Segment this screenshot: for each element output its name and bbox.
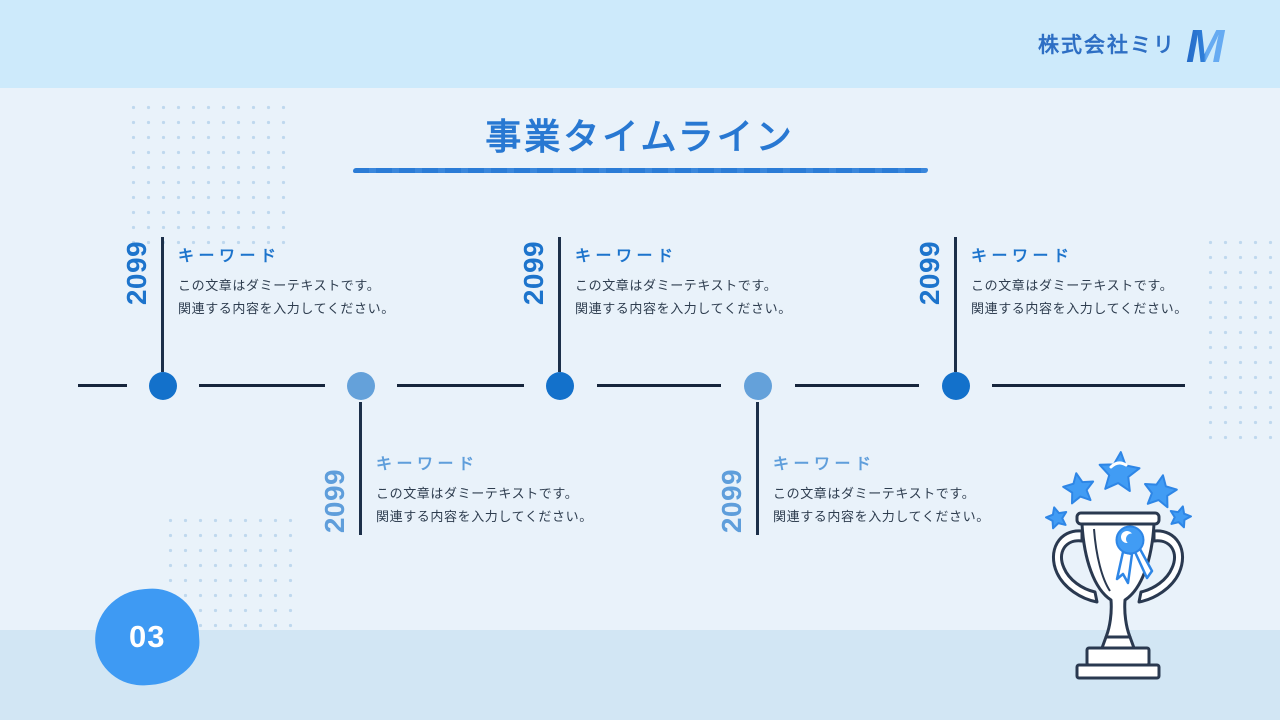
header-bar: 株式会社ミリ M — [0, 0, 1280, 88]
timeline-dot — [347, 372, 375, 400]
page-number: 03 — [128, 619, 166, 655]
timeline-entry: キーワード この文章はダミーテキストです。 関連する内容を入力してください。 — [971, 242, 1206, 320]
page-title: 事業タイムライン — [485, 116, 795, 157]
timeline-dot — [942, 372, 970, 400]
entry-year: 2099 — [914, 240, 945, 306]
timeline-dot — [546, 372, 574, 400]
entry-description-line: この文章はダミーテキストです。 — [178, 278, 381, 293]
entry-year: 2099 — [716, 468, 747, 534]
entry-keyword: キーワード — [178, 248, 281, 265]
rosette-medal-icon — [1115, 525, 1154, 585]
entry-description-line: この文章はダミーテキストです。 — [773, 486, 976, 501]
entry-divider-line — [954, 237, 957, 372]
entry-year: 2099 — [518, 240, 549, 306]
entry-description-line: この文章はダミーテキストです。 — [376, 486, 579, 501]
timeline-segment — [78, 384, 127, 387]
timeline-entry: キーワード この文章はダミーテキストです。 関連する内容を入力してください。 — [773, 450, 1008, 528]
entry-year: 2099 — [121, 240, 152, 306]
timeline-segment — [397, 384, 524, 387]
title-underline — [353, 168, 928, 173]
entry-keyword: キーワード — [773, 456, 876, 473]
timeline-segment — [199, 384, 325, 387]
entry-keyword: キーワード — [376, 456, 479, 473]
entry-description-line: 関連する内容を入力してください。 — [575, 301, 792, 316]
timeline-entry: キーワード この文章はダミーテキストです。 関連する内容を入力してください。 — [376, 450, 611, 528]
timeline-entry: キーワード この文章はダミーテキストです。 関連する内容を入力してください。 — [178, 242, 413, 320]
timeline-dot — [149, 372, 177, 400]
entry-divider-line — [558, 237, 561, 372]
entry-description-line: この文章はダミーテキストです。 — [575, 278, 778, 293]
svg-text:M: M — [1186, 20, 1226, 68]
entry-divider-line — [161, 237, 164, 372]
trophy-with-stars-icon — [1037, 451, 1195, 691]
m-logo-icon: M — [1186, 20, 1226, 68]
entry-keyword: キーワード — [575, 248, 678, 265]
entry-description-line: この文章はダミーテキストです。 — [971, 278, 1174, 293]
timeline-segment — [992, 384, 1185, 387]
timeline-dot — [744, 372, 772, 400]
entry-description-line: 関連する内容を入力してください。 — [376, 509, 593, 524]
entry-description-line: 関連する内容を入力してください。 — [178, 301, 395, 316]
entry-description-line: 関連する内容を入力してください。 — [971, 301, 1188, 316]
entry-divider-line — [756, 402, 759, 535]
star-icons — [1044, 451, 1193, 529]
company-name: 株式会社ミリ — [1038, 34, 1176, 57]
entry-description-line: 関連する内容を入力してください。 — [773, 509, 990, 524]
timeline-entry: キーワード この文章はダミーテキストです。 関連する内容を入力してください。 — [575, 242, 810, 320]
timeline-segment — [597, 384, 721, 387]
timeline-segment — [795, 384, 919, 387]
dot-pattern-top-left — [126, 100, 292, 246]
entry-divider-line — [359, 402, 362, 535]
entry-keyword: キーワード — [971, 248, 1074, 265]
dot-pattern-right — [1203, 235, 1280, 450]
bottom-band — [0, 630, 1280, 720]
entry-year: 2099 — [319, 468, 350, 534]
